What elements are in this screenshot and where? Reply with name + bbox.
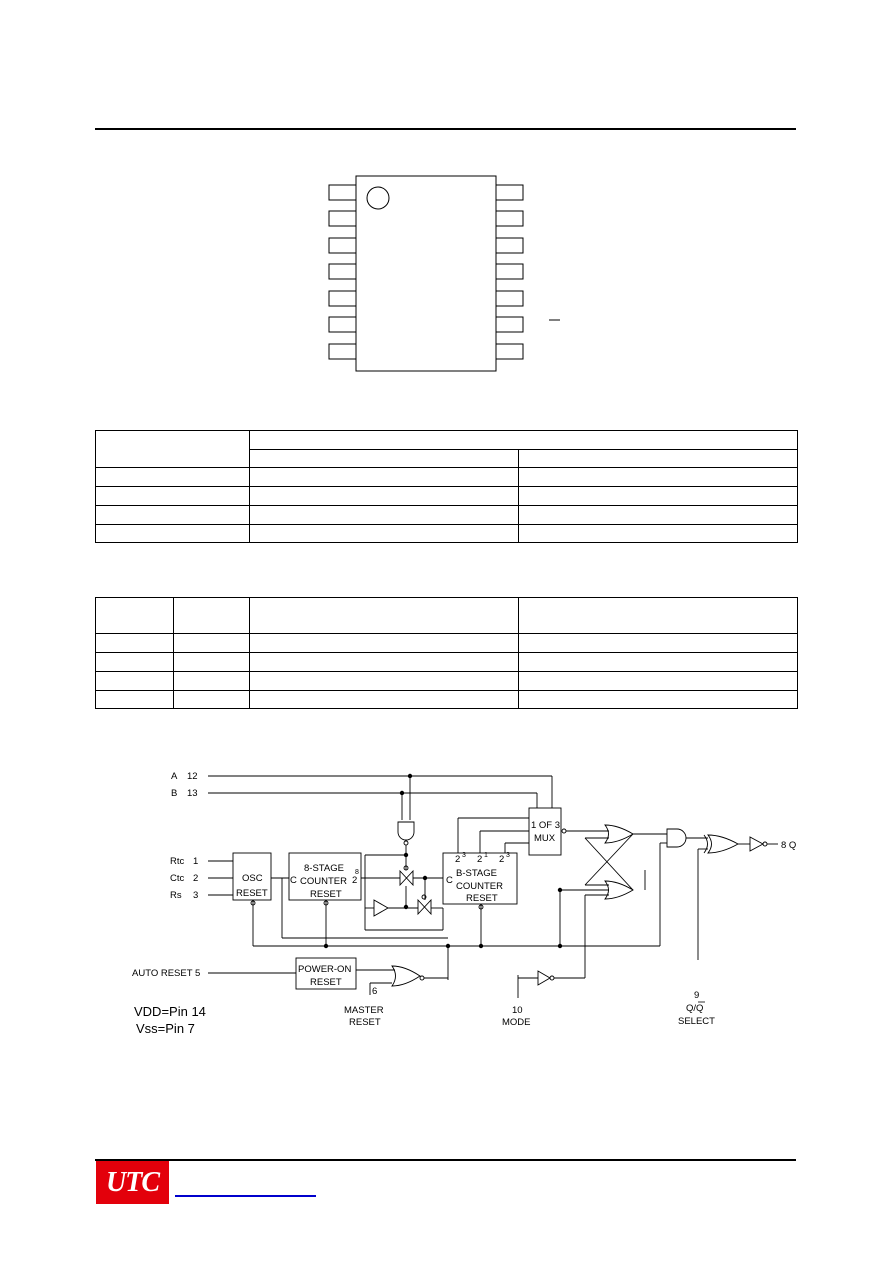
block-diagram: A 12 B 13 Rtc 1 Ctc 2 Rs 3 AUTO RESET 5 … [132, 771, 796, 1036]
osc-reset-label: RESET [236, 888, 268, 899]
utc-logo: UTC [96, 1161, 169, 1204]
table-header-row [95, 597, 798, 634]
input-ctc-label: Ctc [170, 873, 185, 884]
vss-label: Vss=Pin 7 [136, 1021, 195, 1036]
ordering-header-cell [249, 430, 798, 450]
table-row [95, 467, 798, 487]
input-a-pin: 12 [187, 771, 198, 782]
counterb-tap-3: 2 [499, 854, 504, 865]
ordering-header-cell [95, 430, 250, 468]
auto-reset-label: AUTO RESET 5 [132, 968, 200, 979]
counterb-label-1: B-STAGE [456, 868, 497, 879]
mode-label: MODE [502, 1017, 531, 1028]
table-row [95, 690, 798, 709]
counter8-label-1: 8-STAGE [304, 863, 344, 874]
select-pin: 9 [694, 990, 699, 1001]
table-row [95, 671, 798, 691]
input-a-label: A [171, 771, 178, 782]
master-reset-label-2: RESET [349, 1017, 381, 1028]
marking-table [95, 597, 798, 709]
input-rs-pin: 3 [193, 890, 198, 901]
mode-pin: 10 [512, 1005, 523, 1016]
website-link[interactable] [175, 1195, 316, 1197]
counter8-tap-exp: 8 [355, 869, 359, 876]
table-row [95, 633, 798, 653]
output-label: 8 Q [781, 840, 796, 851]
select-label-2: SELECT [678, 1016, 715, 1027]
mux-label-1: 1 OF 3 [531, 820, 560, 831]
input-ctc-pin: 2 [193, 873, 198, 884]
counterb-tap-3-exp: 3 [506, 852, 510, 859]
counterb-tap-2: 2 [477, 854, 482, 865]
pin-configuration-diagram [328, 175, 560, 372]
chip-body [355, 175, 497, 372]
logo-text: UTC [106, 1166, 160, 1198]
counter8-label-2: COUNTER [300, 876, 347, 887]
counter8-label-3: RESET [310, 889, 342, 900]
mux-label-2: MUX [534, 833, 556, 844]
left-pins [328, 184, 357, 360]
counterb-label-3: RESET [466, 893, 498, 904]
footer-rule [95, 1159, 796, 1161]
counter8-tap-base: 2 [352, 875, 357, 886]
input-b-pin: 13 [187, 788, 198, 799]
select-label-1: Q/Q [686, 1003, 703, 1014]
counterb-tap-1-exp: 3 [462, 852, 466, 859]
osc-clk-label: C [290, 875, 297, 886]
right-pins [495, 184, 524, 360]
osc-label: OSC [242, 873, 263, 884]
table-row [95, 505, 798, 525]
power-on-label-1: POWER-ON [298, 964, 351, 975]
input-b-label: B [171, 788, 177, 799]
input-rtc-pin: 1 [193, 856, 198, 867]
table-row [95, 486, 798, 506]
master-reset-pin: 6 [372, 986, 377, 997]
master-reset-label-1: MASTER [344, 1005, 384, 1016]
input-rs-label: Rs [170, 890, 182, 901]
counterb-tap-2-exp: 1 [484, 852, 488, 859]
header-rule [95, 128, 796, 130]
table-row [95, 652, 798, 672]
input-rtc-label: Rtc [170, 856, 185, 867]
counterb-tap-1: 2 [455, 854, 460, 865]
ordering-table [95, 430, 798, 543]
vdd-label: VDD=Pin 14 [134, 1004, 206, 1019]
table-row [95, 524, 798, 543]
counterb-label-2: COUNTER [456, 881, 503, 892]
counterb-clk-label: C [446, 875, 453, 886]
pin1-marker [366, 186, 390, 210]
power-on-label-2: RESET [310, 977, 342, 988]
